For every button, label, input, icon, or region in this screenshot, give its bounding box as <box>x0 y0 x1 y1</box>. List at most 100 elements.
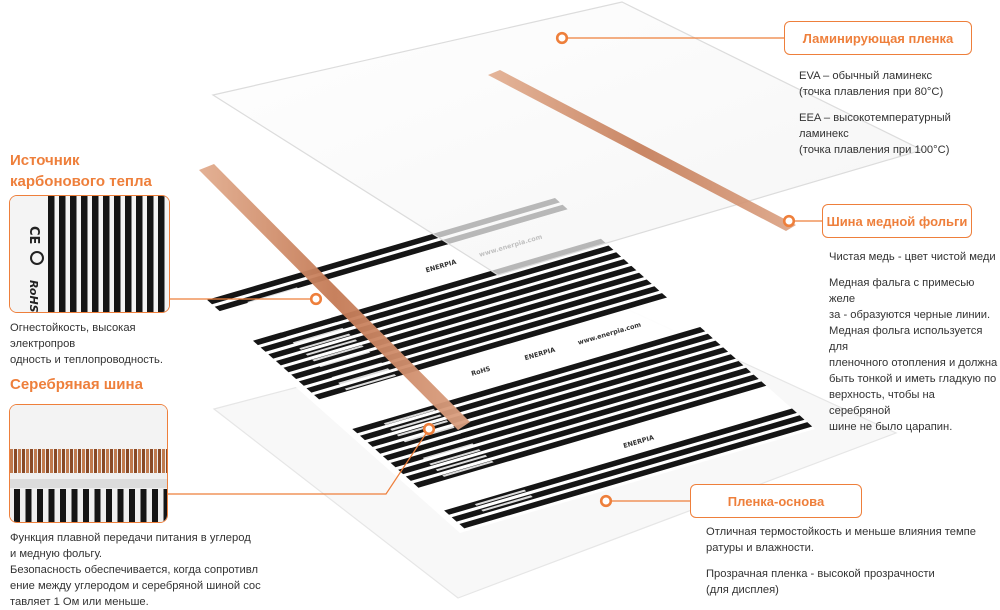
photo-copper-coil <box>30 449 33 473</box>
silver-bus-rung <box>435 454 488 472</box>
silver-bus-rung <box>468 483 520 500</box>
silver-bus-rung <box>390 414 442 431</box>
silver-bus-rung <box>377 402 429 420</box>
photo-carbon-stripe <box>117 489 124 522</box>
marker-lamination <box>555 31 569 45</box>
photo-copper-coil <box>126 449 129 473</box>
desc-line: и медную фольгу. <box>10 548 103 560</box>
photo-copper-coil <box>138 449 141 473</box>
desc-paragraph: Отличная термостойкость и меньше влияния… <box>706 524 996 556</box>
silver-bus-rung <box>331 362 384 379</box>
photo-carbon-stripe <box>92 196 99 312</box>
carbon-stripe <box>268 252 622 359</box>
photo-copper-coil <box>154 449 157 473</box>
carbon-stripe <box>398 367 751 475</box>
photo-copper-coil <box>34 449 37 473</box>
desc-line: Медная фальга с примесью желе <box>829 277 975 305</box>
photo-carbon-stripe <box>71 489 78 522</box>
photo-carbon-film: CE RoHS <box>9 195 170 313</box>
silver-bus-rung <box>448 466 501 483</box>
label-base-film: Пленка-основа <box>690 484 862 518</box>
heading-carbon-source-line1: Источник <box>10 152 80 169</box>
photo-copper-coil <box>102 449 105 473</box>
silver-bus-rung <box>416 437 468 454</box>
photo-copper-coil <box>146 449 149 473</box>
silver-bus-rung <box>266 304 319 321</box>
photo-copper-coil <box>90 449 93 473</box>
carbon-stripe <box>459 422 813 529</box>
desc-line: пленочного отопления и должна <box>829 357 998 369</box>
copper-strip-left <box>199 164 470 430</box>
carbon-stripe <box>298 279 652 386</box>
photo-copper-coil <box>162 449 165 473</box>
silver-bus-rung <box>396 420 449 437</box>
photo-copper-coil <box>26 449 29 473</box>
desc-line: за - образуются черные линии. <box>829 309 991 321</box>
leader-markers <box>309 31 796 508</box>
photo-copper-coil <box>14 449 17 473</box>
photo-carbon-stripe <box>60 489 66 522</box>
silver-bus-rung <box>357 385 410 402</box>
photo-carbon-stripe <box>152 489 158 522</box>
silver-bus-rung <box>240 281 293 298</box>
photo-carbon-stripe <box>70 196 77 312</box>
silver-bus-rung <box>481 495 533 512</box>
rohs-mark: RoHS <box>27 280 40 312</box>
photo-copper-coil <box>114 449 117 473</box>
heading-silver-bus: Серебряная шина <box>10 376 143 393</box>
silver-bus-rung <box>351 379 403 396</box>
photo-carbon-stripe <box>163 489 167 522</box>
photo-carbon-stripe <box>37 489 43 522</box>
silver-bus-rung <box>383 408 436 425</box>
desc-line: тавляет 1 Ом или меньше. <box>10 596 149 608</box>
photo-copper-coil <box>118 449 121 473</box>
desc-line: Функция плавной передачи питания в углер… <box>10 532 251 544</box>
silver-bus-rung <box>299 333 351 350</box>
silver-bus-rung <box>279 316 332 333</box>
carbon-stripe <box>375 347 729 454</box>
marker-silver-bus <box>422 422 436 436</box>
silver-bus-rung <box>364 391 416 408</box>
photo-carbon-stripe <box>83 489 89 522</box>
label-copper-bus: Шина медной фольги <box>822 204 972 238</box>
photo-copper-coil <box>54 449 57 473</box>
photo-carbon-stripe <box>106 489 112 522</box>
carbon-stripe <box>291 272 644 379</box>
photo-carbon-stripe <box>48 196 55 312</box>
photo-copper-coil <box>42 449 45 473</box>
photo-copper-coil <box>46 449 49 473</box>
silver-bus-rung <box>273 310 325 327</box>
photo-carbon-stripe <box>48 489 55 522</box>
heading-carbon-source-line2: карбонового тепла <box>10 173 152 190</box>
photo-copper-coil <box>142 449 145 473</box>
desc-silver-bus: Функция плавной передачи питания в углер… <box>10 530 280 610</box>
copper-strip-right <box>488 70 796 231</box>
silver-bus-rung <box>260 299 312 316</box>
carbon-stripe <box>260 245 614 352</box>
photo-silver-bus <box>9 404 168 523</box>
desc-line: (для дисплея) <box>706 584 779 596</box>
desc-line: Отличная термостойкость и меньше влияния… <box>706 526 976 538</box>
desc-line: Огнестойкость, высокая электропров <box>10 322 136 350</box>
photo-copper-coil <box>66 449 69 473</box>
carbon-stripe <box>382 354 736 461</box>
marker-carbon-source <box>309 292 323 306</box>
desc-line: ение между углеродом и серебряной шиной … <box>10 580 261 592</box>
desc-paragraph: Медная фальга с примесью желе за - образу… <box>829 275 999 435</box>
photo-carbon-stripe <box>59 196 66 312</box>
marker-base-film <box>599 494 613 508</box>
ce-mark: CE <box>26 226 41 244</box>
photo-copper-coil <box>122 449 125 473</box>
photo-carbon-stripe <box>158 196 165 312</box>
marker-copper-bus <box>782 214 796 228</box>
desc-line: EVA – обычный ламинекс <box>799 70 933 82</box>
photo-carbon-stripe <box>103 196 110 312</box>
photo-copper-coil <box>78 449 81 473</box>
carbon-stripe <box>390 361 744 468</box>
photo-copper-coil <box>106 449 109 473</box>
photo-copper-coil <box>98 449 101 473</box>
photo-copper-coil <box>150 449 153 473</box>
label-laminating-film: Ламинирующая пленка <box>784 21 972 55</box>
photo-copper-coil <box>130 449 133 473</box>
photo-carbon-stripe <box>147 196 154 312</box>
